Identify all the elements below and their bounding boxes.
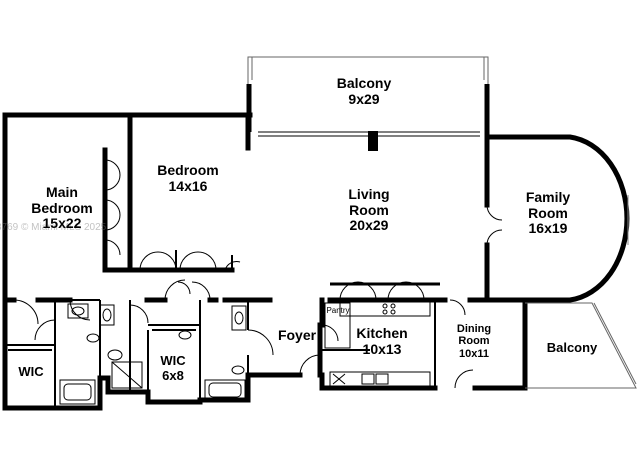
family-room-dim: 16x19 xyxy=(528,220,568,237)
dining-room-name-2: Room xyxy=(458,335,490,348)
watermark: 8769 © Miami MLS 2025 xyxy=(0,222,107,233)
family-room-name-2: Room xyxy=(528,204,568,221)
kitchen-label: Kitchen 10x13 xyxy=(356,325,408,357)
family-room-name-1: Family xyxy=(525,189,571,205)
bathroom-fixtures xyxy=(59,303,247,405)
balcony-right-name: Balcony xyxy=(546,340,598,355)
bedroom-name: Bedroom xyxy=(157,162,219,178)
pantry-label: Pantry xyxy=(326,306,350,316)
wic-center-dim: 6x8 xyxy=(162,367,184,383)
bedroom-label: Bedroom 14x16 xyxy=(157,162,219,194)
main-bedroom-name-1: Main xyxy=(46,184,78,200)
living-room-name-2: Room xyxy=(349,201,389,218)
wic-center-label: WIC 6x8 xyxy=(160,353,186,383)
door-swings xyxy=(13,261,474,389)
wic-center-name: WIC xyxy=(160,353,186,368)
family-room-curved-wall xyxy=(487,134,630,303)
balcony-top-label: Balcony 9x29 xyxy=(336,75,392,107)
balcony-right-label: Balcony xyxy=(546,340,598,356)
closet-doors xyxy=(104,159,217,271)
exterior-walls xyxy=(2,112,528,411)
living-room-dim: 20x29 xyxy=(349,217,389,234)
wic-left-label: WIC xyxy=(18,364,44,380)
bedroom-dim: 14x16 xyxy=(168,177,208,194)
wic-closet-marks xyxy=(8,329,196,351)
wic-left-name: WIC xyxy=(18,364,44,379)
kitchen-dim: 10x13 xyxy=(362,340,402,357)
dining-room-dim: 10x11 xyxy=(459,347,489,360)
living-closet-doors xyxy=(330,281,440,301)
dining-room-label: Dining Room 10x11 xyxy=(457,323,491,360)
pantry-name: Pantry xyxy=(326,306,350,315)
main-bedroom-label: Main Bedroom 15x22 xyxy=(31,184,93,232)
family-room-label: Family Room 16x19 xyxy=(525,189,571,237)
main-bedroom-name-2: Bedroom xyxy=(31,199,93,216)
family-room-doors xyxy=(449,204,503,316)
living-room-label: Living Room 20x29 xyxy=(348,186,390,234)
dining-room-name-1: Dining xyxy=(456,323,492,335)
living-room-column xyxy=(368,131,378,151)
balcony-right-outline xyxy=(525,302,637,389)
kitchen-name: Kitchen xyxy=(356,325,408,341)
foyer-name: Foyer xyxy=(277,327,317,343)
balcony-top-name: Balcony xyxy=(336,75,392,91)
main-bedroom-dim: 15x22 xyxy=(42,215,82,232)
living-room-name-1: Living xyxy=(348,186,390,202)
kitchen-counters xyxy=(324,301,431,387)
foyer-label: Foyer xyxy=(277,327,317,344)
balcony-top-dim: 9x29 xyxy=(348,90,380,107)
